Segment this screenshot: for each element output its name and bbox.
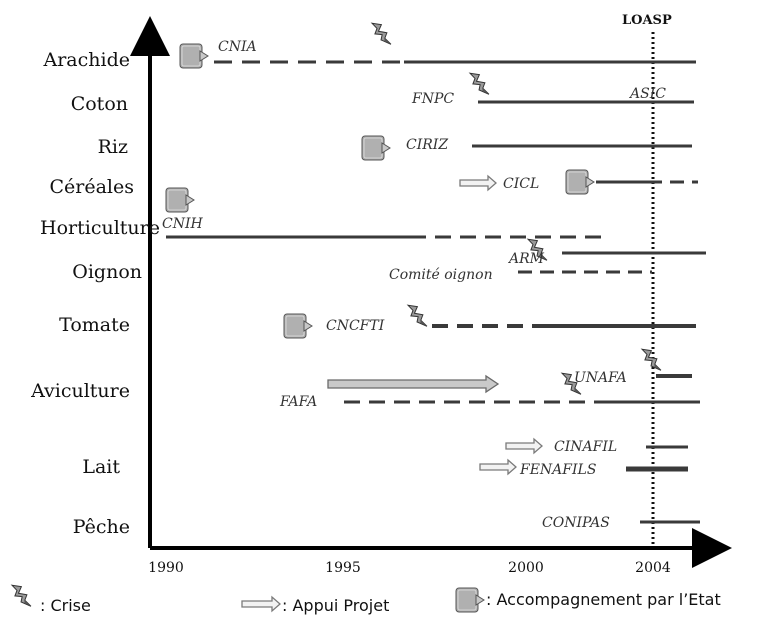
x-tick-label: 2000 (508, 560, 544, 576)
category-label: Lait (82, 456, 120, 478)
org-label: CNCFTI (326, 318, 385, 334)
row-horticulture: CNIH (162, 187, 604, 239)
row-tomate: CNCFTI (283, 302, 696, 339)
crisis-icon (371, 20, 392, 48)
org-label: CNIA (218, 39, 257, 55)
legend: : Crise : Appui Projet : Accompagnement … (11, 582, 721, 615)
row-oignon: ARM Comité oignon (389, 236, 706, 283)
legend-crise-label: : Crise (40, 596, 91, 615)
category-label: Céréales (49, 176, 134, 198)
org-label: CICL (503, 176, 539, 192)
state-support-icon (179, 43, 209, 69)
category-label: Tomate (59, 314, 130, 336)
row-coton: FNPC ASIC (411, 70, 694, 107)
row-riz: CIRIZ (361, 135, 692, 161)
category-label: Coton (71, 93, 128, 115)
project-support-arrow (241, 595, 281, 613)
crisis-icon (641, 346, 662, 374)
org-label: FNPC (411, 91, 454, 107)
loasp-label: LOASP (622, 13, 672, 28)
org-label: UNAFA (574, 370, 627, 386)
state-support-icon (361, 135, 391, 161)
org-label: Comité oignon (389, 267, 493, 283)
state-support-icon (565, 169, 595, 195)
x-tick-label: 1995 (325, 560, 361, 576)
crisis-icon (11, 582, 32, 610)
org-label: CIRIZ (406, 137, 448, 153)
category-labels: Arachide Coton Riz Céréales Horticulture… (30, 49, 160, 538)
org-label: ARM (507, 251, 545, 267)
state-support-icon (165, 187, 195, 213)
org-label: ASIC (628, 86, 666, 102)
row-arachide: CNIA (179, 20, 696, 69)
legend-appui-label: : Appui Projet (282, 596, 389, 615)
project-support-arrow (505, 437, 543, 455)
category-label: Oignon (72, 261, 142, 283)
project-support-arrow (459, 174, 497, 192)
row-lait: CINAFIL FENAFILS (479, 437, 688, 478)
row-aviculture: FAFA UNAFA (279, 346, 700, 410)
org-label: CONIPAS (542, 515, 610, 531)
x-tick-label: 1990 (148, 560, 184, 576)
category-label: Arachide (43, 49, 131, 71)
category-label: Pêche (73, 516, 130, 538)
org-label: FAFA (279, 394, 317, 410)
org-label: CINAFIL (554, 439, 617, 455)
crisis-icon (407, 302, 428, 330)
state-support-icon (455, 587, 485, 613)
row-peche: CONIPAS (542, 515, 700, 531)
crisis-icon (469, 70, 490, 98)
org-label: FENAFILS (519, 462, 596, 478)
project-support-arrow (479, 458, 517, 476)
category-label: Horticulture (40, 217, 160, 239)
org-label: CNIH (162, 216, 203, 232)
state-support-icon (283, 313, 313, 339)
project-support-arrow (327, 374, 500, 394)
row-cereales: CICL (459, 169, 698, 195)
category-label: Aviculture (30, 380, 130, 402)
x-tick-labels: 1990 1995 2000 2004 (148, 560, 671, 576)
x-tick-label: 2004 (635, 560, 671, 576)
category-label: Riz (98, 136, 128, 158)
legend-etat-label: : Accompagnement par l’Etat (486, 590, 721, 609)
